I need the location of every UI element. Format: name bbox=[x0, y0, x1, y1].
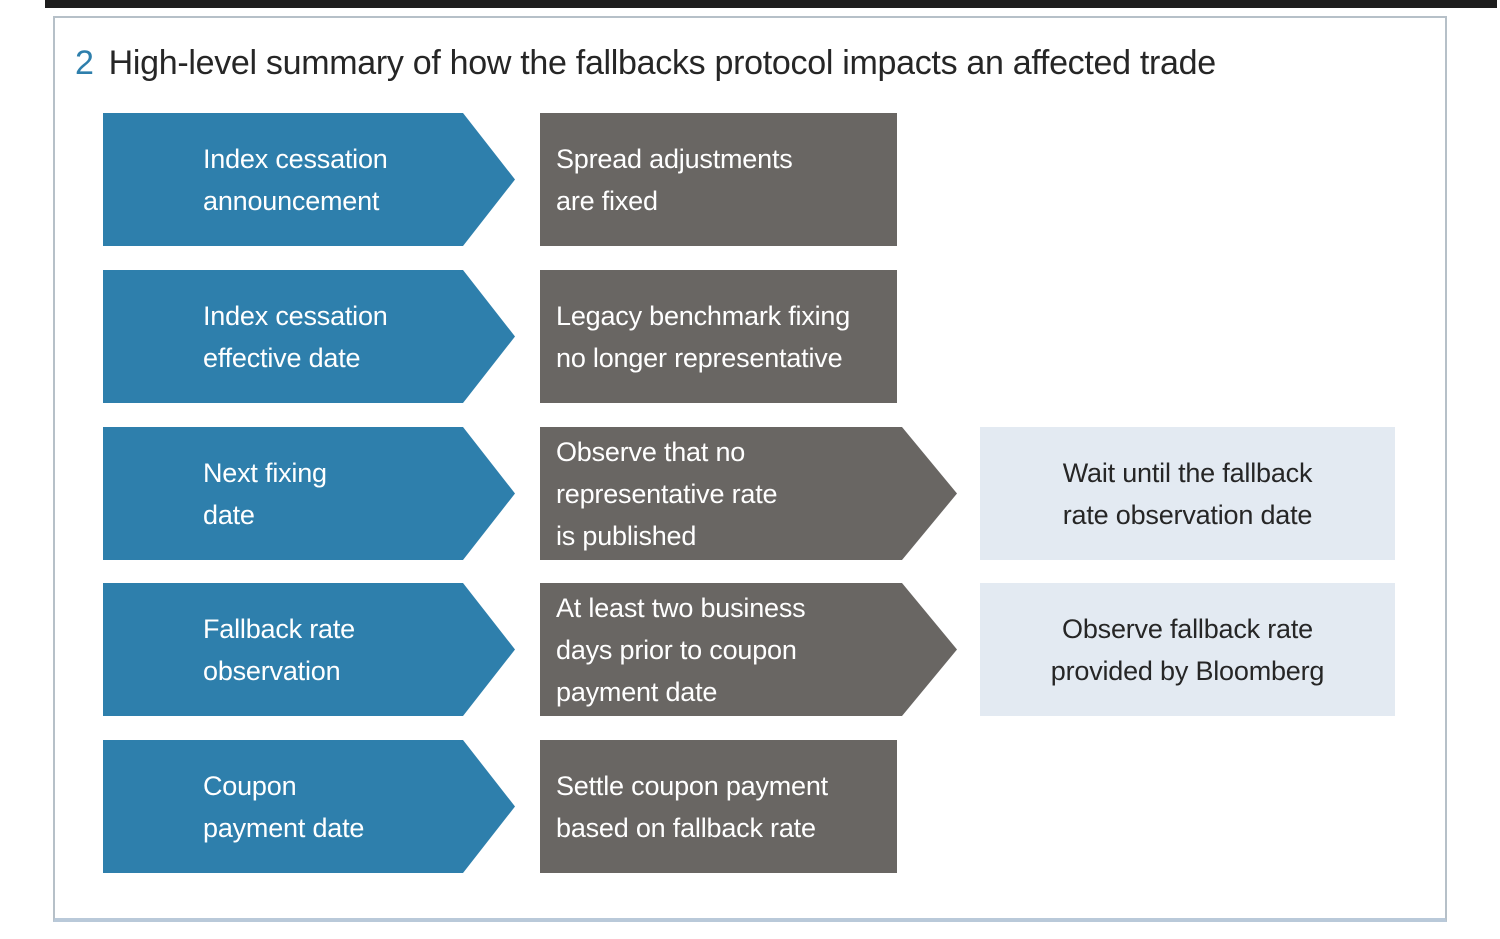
flow-row-next-fixing-date: Next fixing date Observe that no represe… bbox=[55, 427, 1445, 560]
stage-label: Index cessation announcement bbox=[203, 143, 388, 216]
flow-row-index-cessation-effective-date: Index cessation effective date Legacy be… bbox=[55, 270, 1445, 403]
detail-box-settle-coupon-payment: Settle coupon payment based on fallback … bbox=[540, 740, 897, 873]
stage-label: Fallback rate observation bbox=[203, 613, 355, 686]
stage-arrow-index-cessation-effective-date: Index cessation effective date bbox=[103, 270, 515, 403]
stage-arrow-index-cessation-announcement: Index cessation announcement bbox=[103, 113, 515, 246]
stage-arrow-coupon-payment-date: Coupon payment date bbox=[103, 740, 515, 873]
detail-arrow-two-business-days: At least two business days prior to coup… bbox=[540, 583, 957, 716]
figure-title: 2 High-level summary of how the fallbacks… bbox=[75, 44, 1216, 83]
outcome-label: Observe fallback rate provided by Bloomb… bbox=[1050, 613, 1325, 686]
detail-label: Observe that no representative rate is p… bbox=[556, 436, 778, 551]
detail-label: Legacy benchmark fixing no longer repres… bbox=[556, 300, 851, 373]
outcome-box-wait-until-fallback: Wait until the fallback rate observation… bbox=[980, 427, 1395, 560]
detail-arrow-no-representative-rate: Observe that no representative rate is p… bbox=[540, 427, 957, 560]
detail-label: Settle coupon payment based on fallback … bbox=[556, 770, 828, 843]
stage-arrow-next-fixing-date: Next fixing date bbox=[103, 427, 515, 560]
top-rule bbox=[45, 0, 1497, 8]
figure-title-text: High-level summary of how the fallbacks … bbox=[108, 44, 1217, 82]
outcome-label: Wait until the fallback rate observation… bbox=[1062, 457, 1313, 530]
stage-arrow-fallback-rate-observation: Fallback rate observation bbox=[103, 583, 515, 716]
detail-label: Spread adjustments are fixed bbox=[556, 143, 793, 216]
detail-box-spread-adjustments: Spread adjustments are fixed bbox=[540, 113, 897, 246]
figure-frame: 2 High-level summary of how the fallbacks… bbox=[53, 16, 1447, 922]
detail-box-legacy-benchmark: Legacy benchmark fixing no longer repres… bbox=[540, 270, 897, 403]
figure-number: 2 bbox=[75, 44, 94, 82]
flow-row-fallback-rate-observation: Fallback rate observation At least two b… bbox=[55, 583, 1445, 716]
flow-row-index-cessation-announcement: Index cessation announcement Spread adju… bbox=[55, 113, 1445, 246]
detail-label: At least two business days prior to coup… bbox=[556, 592, 806, 707]
stage-label: Coupon payment date bbox=[203, 770, 365, 843]
flow-row-coupon-payment-date: Coupon payment date Settle coupon paymen… bbox=[55, 740, 1445, 873]
outcome-box-observe-fallback-rate: Observe fallback rate provided by Bloomb… bbox=[980, 583, 1395, 716]
stage-label: Next fixing date bbox=[203, 457, 327, 530]
stage-label: Index cessation effective date bbox=[203, 300, 388, 373]
